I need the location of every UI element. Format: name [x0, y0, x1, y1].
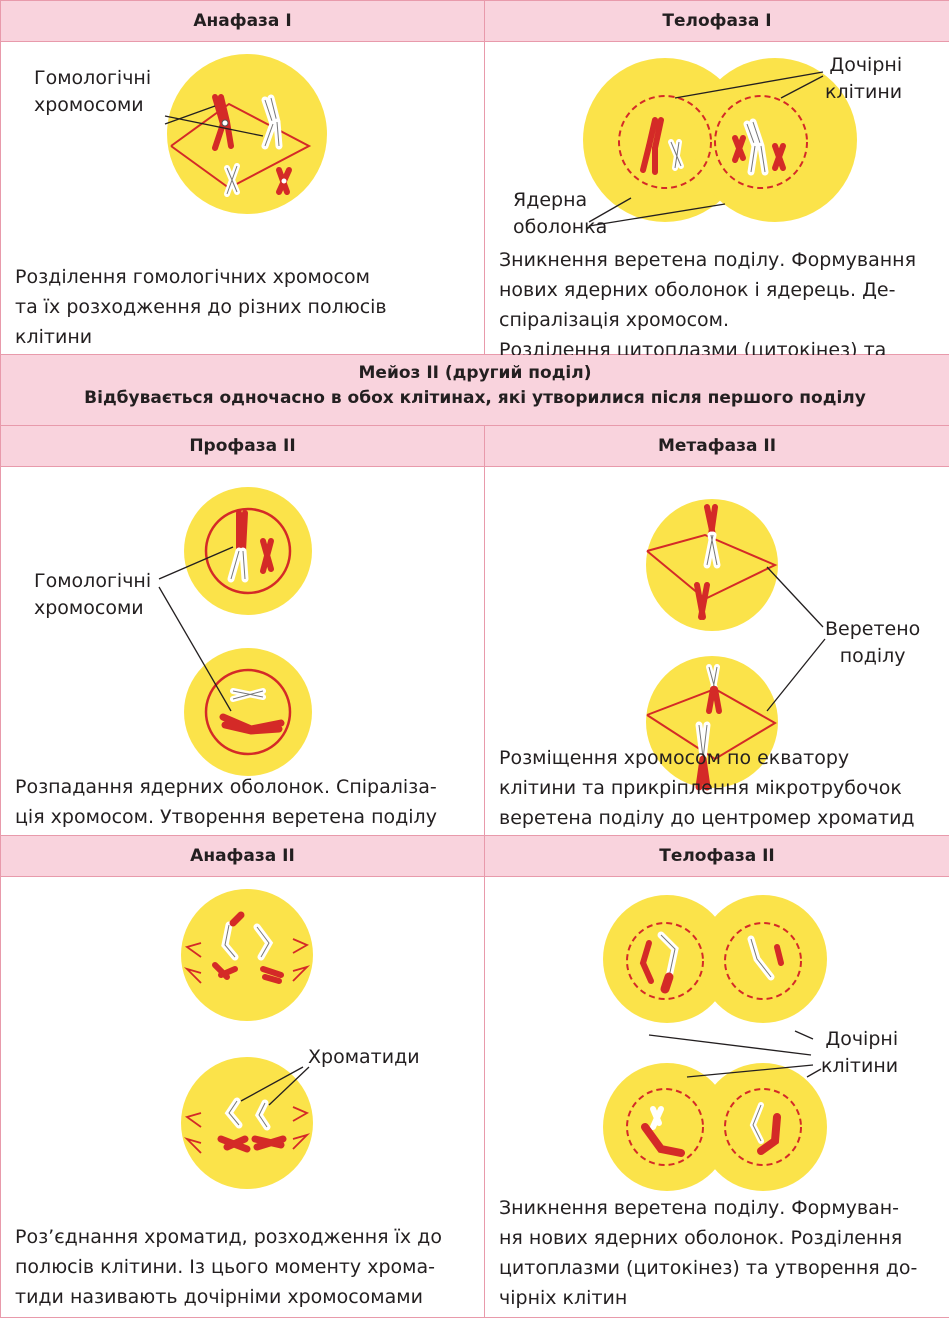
cell-body [646, 656, 778, 788]
nuclear-envelope [626, 1088, 704, 1166]
pointer-line [766, 566, 824, 628]
meiosis-2-header: Мейоз II (другий поділ) Відбувається одн… [0, 354, 949, 426]
homologous-chromosomes-label: Гомологічні хромосоми [34, 570, 152, 619]
cell-anaphase-2: Хроматиди Роз’єднання хроматид, розходже… [0, 876, 485, 1318]
nuclear-envelope [724, 922, 802, 1000]
cell-prophase-2: Гомологічні хромосоми Розпадання ядерних… [0, 466, 485, 836]
chromosome [732, 118, 786, 176]
pointer-line [674, 71, 824, 99]
daughter-cells [583, 58, 857, 222]
pointer-line [806, 1068, 822, 1078]
prophase-2-description: Розпадання ядерних оболонок. Спіралiза- … [15, 776, 437, 828]
chromosome [224, 163, 240, 197]
telophase-1-diagram [583, 58, 857, 227]
cell-body [167, 54, 327, 214]
pointer-line [648, 1034, 812, 1056]
cell-anaphase-1: Гомологічні хромосоми Розділення гомолог… [0, 41, 485, 355]
nuclear-envelope [204, 668, 292, 756]
nuclear-envelope-label: Ядерна оболонка [513, 189, 608, 238]
chromosome [227, 510, 274, 583]
spindle [646, 533, 778, 601]
chromatid [217, 1097, 287, 1153]
header-telophase-1: Телофаза I [484, 0, 949, 42]
cell-telophase-2: Дочірні клітини Зникнення веретена поділ… [484, 876, 949, 1318]
nuclear-envelope [626, 922, 704, 1000]
chromosome [639, 931, 784, 1157]
chromatid [212, 911, 284, 984]
chromosome [261, 94, 283, 150]
spindle-label: Веретено поділу [825, 618, 921, 667]
cell-body [181, 1057, 313, 1189]
cell-metaphase-2: Веретено поділу Розміщення хромосом по е… [484, 466, 949, 836]
cell-body [181, 889, 313, 1021]
meiosis-2-title: Мейоз II (другий поділ) [358, 363, 592, 383]
cell-telophase-1: Дочірні клітини Ядерна оболонка Зникненн… [484, 41, 949, 391]
spindle [183, 938, 311, 984]
chromosome [694, 504, 721, 620]
pointer-line [158, 586, 232, 712]
metaphase-2-description: Розміщення хромосом по екватору клітини … [499, 747, 915, 829]
header-anaphase-1: Анафаза I [0, 0, 485, 42]
anaphase-2-description: Роз’єднання хроматид, розходження їх до … [15, 1226, 442, 1308]
cell-body [184, 648, 312, 776]
pointer-line [766, 638, 826, 712]
telophase-2-description: Зникнення веретена поділу. Формуван- ня … [499, 1197, 918, 1309]
chromatids-label: Хроматиди [308, 1046, 420, 1068]
spindle [170, 102, 312, 190]
anaphase-2-diagram [181, 889, 313, 1189]
pointer-line [686, 1064, 814, 1078]
chromosome [695, 664, 722, 791]
pointer-line [268, 1066, 310, 1106]
header-prophase-2: Профаза II [0, 425, 485, 467]
header-telophase-2: Телофаза II [484, 835, 949, 877]
nuclear-envelope [724, 1088, 802, 1166]
nuclear-envelope [204, 507, 292, 595]
header-anaphase-2: Анафаза II [0, 835, 485, 877]
daughter-cells [603, 895, 827, 1191]
chromosome [212, 94, 234, 151]
cell-body [184, 487, 312, 615]
spindle [646, 687, 777, 761]
metaphase-2-diagram [646, 499, 826, 791]
pointer-line [794, 1030, 814, 1040]
chromosome [219, 688, 285, 735]
anaphase-1-description: Розділення гомологічних хромосом та їх р… [15, 266, 387, 348]
chromosome [640, 117, 684, 175]
spindle [183, 1106, 311, 1154]
pointer-line [164, 115, 264, 137]
cell-body [646, 499, 778, 631]
nuclear-envelope [714, 95, 808, 189]
pointer-line [780, 75, 824, 99]
pointer-line [164, 105, 216, 125]
pointer-line [588, 203, 726, 227]
homologous-chromosomes-label: Гомологічні хромосоми [34, 67, 152, 116]
pointer-line [240, 1066, 304, 1102]
nuclear-envelope [618, 95, 712, 189]
anaphase-1-diagram [164, 54, 327, 214]
chromosome [276, 167, 292, 195]
prophase-2-diagram [158, 487, 312, 776]
meiosis-2-subtitle: Відбувається одночасно в обох клітинах, … [84, 388, 866, 408]
header-metaphase-2: Метафаза II [484, 425, 949, 467]
pointer-line [588, 197, 632, 223]
daughter-cells-label: Дочірні клітини [821, 1028, 899, 1077]
daughter-cells-label: Дочірні клітини [825, 54, 903, 103]
telophase-2-diagram [603, 895, 827, 1191]
pointer-line [158, 546, 234, 580]
